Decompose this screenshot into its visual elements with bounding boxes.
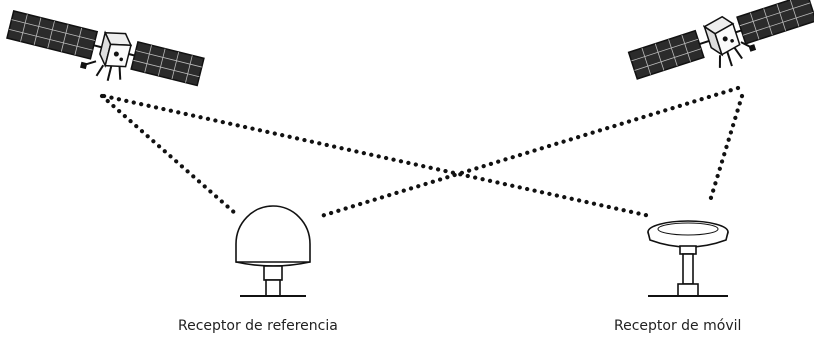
mobile-receiver-label: Receptor de móvil: [614, 318, 742, 334]
signal-line-sat-left-to-ref: [99, 93, 239, 217]
solar-panel-icon: [736, 0, 814, 45]
disc-antenna-icon: [647, 220, 729, 297]
dome-antenna-icon: [235, 205, 311, 297]
satellite-icon: [6, 10, 205, 87]
satellite-icon: [627, 0, 814, 80]
signal-line-sat-left-to-mobile: [101, 93, 653, 219]
solar-panel-icon: [627, 29, 705, 80]
reference-receiver-label: Receptor de referencia: [178, 318, 338, 334]
solar-panel-icon: [130, 40, 205, 87]
signal-line-sat-right-to-ref: [315, 85, 741, 220]
signal-lines: [99, 85, 745, 220]
solar-panel-icon: [6, 10, 99, 60]
signal-line-sat-right-to-mobile: [707, 93, 745, 204]
